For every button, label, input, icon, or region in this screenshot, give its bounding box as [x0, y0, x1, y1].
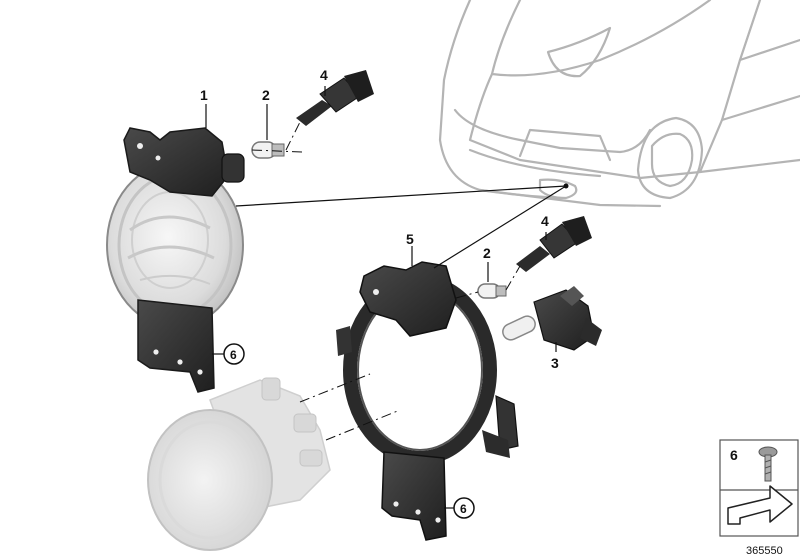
arrow-icon: [727, 485, 793, 525]
callout-circle-bracket-right: [453, 497, 475, 519]
connector-top: [296, 70, 374, 126]
car-front-outline: [438, 0, 800, 208]
bulb-mid: [477, 283, 507, 299]
parts-panel: 6: [719, 439, 799, 537]
bulb-top: [251, 141, 285, 159]
callout-connector-mid: 4: [541, 213, 549, 229]
leader-lines: [205, 86, 567, 509]
callout-bracket-left: 6: [230, 348, 237, 362]
ghost-fog-lamp: [147, 377, 331, 551]
connector-mid: [516, 216, 592, 272]
fog-lamp-housing: [106, 127, 245, 393]
callout-housing: 1: [200, 87, 208, 103]
mounting-ring: [336, 261, 519, 541]
panel-item-number: 6: [730, 447, 738, 463]
callout-connector-top: 4: [320, 67, 328, 83]
callout-lamp-bulb: 3: [551, 355, 559, 371]
callout-ring: 5: [406, 231, 414, 247]
callout-circle-bracket-left: [223, 343, 245, 365]
callout-bulb-mid: 2: [483, 245, 491, 261]
callout-bracket-right: 6: [460, 502, 467, 516]
reference-number: 365550: [746, 545, 783, 557]
screw-icon: [758, 446, 778, 482]
callout-bulb-top: 2: [262, 87, 270, 103]
assembly-axis-lines: [251, 121, 569, 441]
lamp-bulb: [502, 286, 602, 351]
